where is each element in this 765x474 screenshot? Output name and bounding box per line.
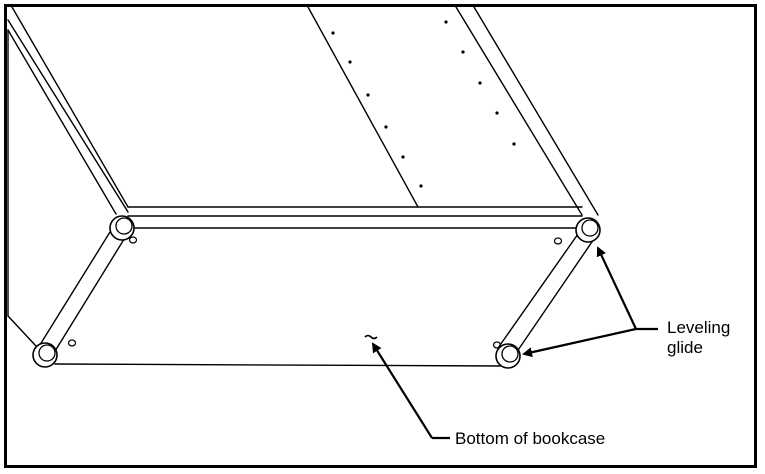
glide-back-right (575, 217, 601, 243)
shelf-pin-holes (331, 20, 516, 188)
glide-back-left (109, 215, 135, 241)
center-mark (364, 334, 378, 340)
glide-front-left (32, 342, 58, 368)
bottom-front-rail (127, 206, 583, 217)
bottom-of-bookcase-label: Bottom of bookcase (455, 429, 606, 448)
right-side-panel (455, 6, 599, 216)
back-panel-seam (307, 6, 419, 208)
bottom-callout (371, 342, 450, 440)
panel-holes (67, 236, 563, 349)
leveling-glide-label-line2: glide (667, 338, 703, 357)
leveling-glide-label-line1: Leveling (667, 318, 731, 337)
left-leg-rail (37, 231, 127, 357)
left-side-panel (7, 6, 129, 215)
glide-front-right (495, 343, 521, 369)
bottom-panel (7, 29, 583, 367)
leveling-glide-label: Leveling glide (667, 318, 757, 358)
leveling-glide-callout (522, 246, 658, 358)
right-leg-rail (497, 233, 597, 357)
